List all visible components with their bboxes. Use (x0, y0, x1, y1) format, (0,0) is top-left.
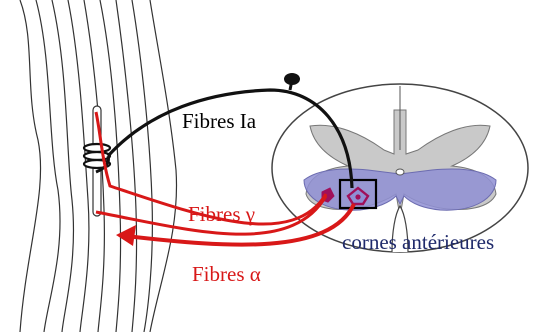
label-fibres-alpha: Fibres α (192, 262, 261, 286)
muscle-fiber (52, 0, 73, 332)
muscle-outline-right (150, 0, 177, 332)
muscle-outline-left (20, 0, 41, 332)
central-canal (396, 169, 404, 175)
label-cornes-anterieures: cornes antérieures (342, 230, 494, 254)
annulospiral-coil (84, 152, 110, 160)
muscle-fiber (36, 0, 60, 332)
annulospiral-coil (84, 144, 110, 152)
label-fibres-ia: Fibres Ia (182, 109, 257, 133)
dorsal-root-ganglion (284, 73, 300, 85)
alpha-fibre-arrowhead (116, 225, 136, 246)
motoneuron-nucleus (355, 194, 360, 199)
spinal-cord (272, 84, 528, 252)
label-fibres-gamma: Fibres γ (188, 202, 255, 226)
